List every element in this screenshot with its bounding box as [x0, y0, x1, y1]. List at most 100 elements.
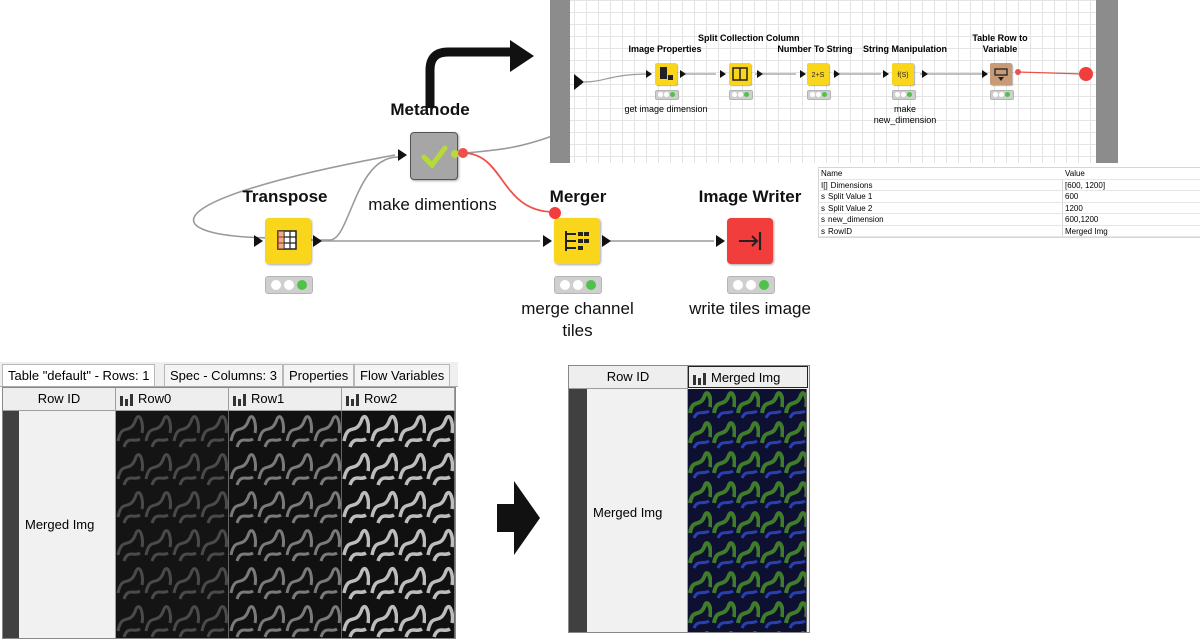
- zoom-arrow-icon: [425, 47, 512, 108]
- variable-value: 600,1200: [1065, 215, 1099, 224]
- row-id-text: Merged Img: [593, 505, 663, 520]
- write-arrow-icon: [739, 232, 762, 250]
- inner-node-title: Number To String: [777, 44, 853, 54]
- table-view-tabs: Table "default" - Rows: 1 Spec - Columns…: [0, 362, 458, 387]
- merger-label: merge channel tiles: [521, 299, 634, 340]
- column-header-merged-img[interactable]: Merged Img: [688, 366, 808, 388]
- image-column-icon: [693, 372, 706, 385]
- merged-image-cell[interactable]: [688, 389, 807, 632]
- result-arrow-icon: [497, 481, 540, 555]
- inner-left-bar: [550, 0, 570, 163]
- variable-name: new_dimension: [828, 215, 884, 224]
- merger-icon: [565, 231, 589, 251]
- variable-row: I[]Dimensions [600, 1200]: [819, 179, 1200, 191]
- merger-input-port: [543, 235, 552, 247]
- metanode-input-port: [398, 149, 407, 161]
- traffic-light: [807, 90, 831, 100]
- metanode-title: Metanode: [390, 100, 470, 119]
- image-cell-row1[interactable]: [229, 411, 342, 638]
- image-writer-node[interactable]: [727, 218, 773, 264]
- merger-traffic-light: [554, 276, 602, 294]
- image-writer-label: write tiles image: [689, 299, 811, 318]
- transpose-traffic-light: [265, 276, 313, 294]
- row-id-cell[interactable]: Merged Img: [587, 389, 688, 632]
- variable-name: Dimensions: [830, 180, 873, 190]
- image-writer-input-port: [716, 235, 725, 247]
- inner-node-title: String Manipulation: [863, 44, 947, 54]
- value-header: Value: [1065, 169, 1085, 178]
- tab-flow-variables[interactable]: Flow Variables: [354, 364, 451, 386]
- name-header: Name: [821, 169, 843, 178]
- variable-table-header: Name Value: [819, 168, 1200, 180]
- image-column-icon: [233, 393, 246, 406]
- table-row-to-variable-icon: [994, 68, 1008, 81]
- column-header-row2[interactable]: Row2: [342, 388, 455, 411]
- merger-title: Merger: [549, 187, 607, 206]
- variable-value: 1200: [1065, 203, 1083, 213]
- left-data-table: Row ID Row0 Row1 Row2 Merged Img: [2, 387, 456, 639]
- image-properties-node[interactable]: [655, 63, 677, 85]
- variable-type-icon: s: [821, 192, 825, 201]
- split-collection-icon: [732, 67, 748, 81]
- inner-connections: [574, 67, 1093, 90]
- image-cell-row2[interactable]: [342, 411, 455, 638]
- row-id-text: Merged Img: [25, 517, 95, 532]
- image-writer-traffic-light: [727, 276, 775, 294]
- inner-node-title: Split Collection Column: [698, 33, 800, 43]
- variable-value: 600: [1065, 192, 1079, 201]
- column-header-row1[interactable]: Row1: [229, 388, 342, 411]
- string-manipulation-icon: f(S): [897, 72, 908, 79]
- transpose-output-port: [313, 235, 322, 247]
- column-header-rowid[interactable]: Row ID: [3, 388, 116, 411]
- variable-value: Merged Img: [1065, 226, 1108, 236]
- variable-type-icon: s: [821, 215, 825, 224]
- metanode-node[interactable]: [410, 132, 458, 180]
- split-collection-column-node[interactable]: [729, 63, 751, 85]
- traffic-light: [655, 90, 679, 100]
- image-cell-row0[interactable]: [116, 411, 229, 638]
- metanode-inner-workflow: Image Properties get image dimension Spl…: [550, 0, 1118, 163]
- string-manipulation-node[interactable]: f(S): [892, 63, 914, 85]
- row-selection-strip: [3, 411, 19, 638]
- metanode-output-ports: [451, 148, 468, 158]
- merger-node[interactable]: [554, 218, 600, 264]
- column-header-row0[interactable]: Row0: [116, 388, 229, 411]
- variable-type-icon: s: [821, 226, 825, 236]
- number-to-string-icon: 2+S: [812, 72, 825, 79]
- number-to-string-node[interactable]: 2+S: [807, 63, 829, 85]
- inner-node-title: Table Row to Variable: [972, 33, 1028, 54]
- column-header-rowid[interactable]: Row ID: [569, 366, 688, 389]
- inner-node-title: Image Properties: [628, 44, 702, 54]
- tab-spec[interactable]: Spec - Columns: 3: [164, 364, 283, 386]
- tab-table-default[interactable]: Table "default" - Rows: 1: [2, 364, 156, 386]
- number-to-string-glyph: 2+S: [812, 72, 825, 79]
- traffic-light: [990, 90, 1014, 100]
- row-selection-strip: [569, 389, 587, 632]
- variable-type-icon: s: [821, 203, 825, 213]
- metanode-label: make dimentions: [368, 195, 497, 214]
- image-column-icon: [120, 393, 133, 406]
- transpose-icon: [277, 230, 297, 250]
- traffic-light: [892, 90, 916, 100]
- traffic-light: [729, 90, 753, 100]
- tab-properties[interactable]: Properties: [283, 364, 355, 386]
- image-column-icon: [346, 393, 359, 406]
- merger-variable-port: [549, 207, 561, 219]
- table-row-to-variable-node[interactable]: [990, 63, 1012, 85]
- transpose-node[interactable]: [265, 218, 311, 264]
- inner-right-bar: [1096, 0, 1118, 163]
- variable-name: Split Value 1: [828, 192, 873, 201]
- string-manipulation-glyph: f(S): [897, 72, 908, 79]
- variable-type-icon: I[]: [821, 180, 828, 190]
- transpose-title: Transpose: [242, 187, 328, 206]
- row-id-cell[interactable]: Merged Img: [19, 411, 116, 638]
- image-properties-icon: [660, 67, 673, 80]
- variable-value: [600, 1200]: [1065, 180, 1106, 190]
- check-icon: [421, 145, 448, 169]
- transpose-input-port: [254, 235, 263, 247]
- inner-node-label: make new_dimension: [873, 104, 937, 125]
